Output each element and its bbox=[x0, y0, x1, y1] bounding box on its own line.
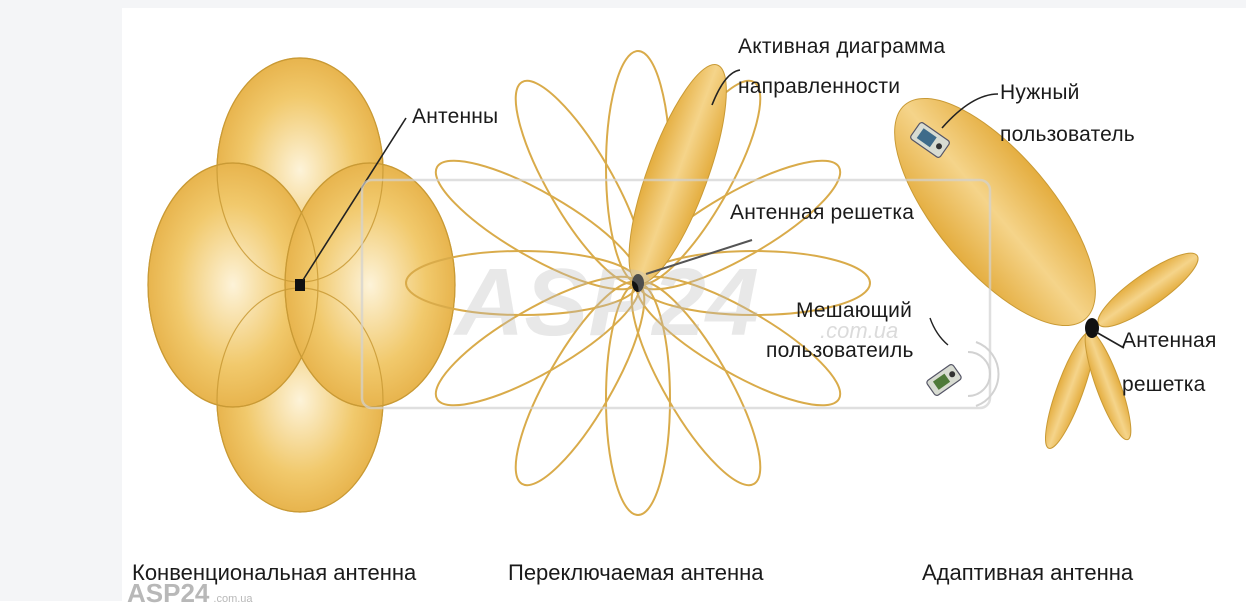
antenna-array-point-right bbox=[1085, 318, 1099, 338]
watermark-small: ASP24 .com.ua bbox=[127, 578, 253, 609]
watermark-small-domain: .com.ua bbox=[213, 593, 252, 605]
watermark-large: ASP24 bbox=[455, 248, 759, 358]
label-desired-user-1: Нужный bbox=[1000, 80, 1080, 106]
label-interfering-user-1: Мешающий bbox=[796, 298, 912, 324]
label-antenna-array-right-1: Антенная bbox=[1122, 328, 1217, 354]
caption-switched: Переключаемая антенна bbox=[508, 560, 764, 586]
label-antenna-array-right-2: решетка bbox=[1122, 372, 1206, 398]
label-antennas: Антенны bbox=[412, 104, 498, 130]
signal-waves bbox=[968, 342, 999, 406]
caption-adaptive: Адаптивная антенна bbox=[922, 560, 1133, 586]
label-antenna-array-middle: Антенная решетка bbox=[730, 200, 914, 226]
watermark-small-text: ASP24 bbox=[127, 578, 209, 608]
interfering-user-device bbox=[926, 363, 963, 396]
lobe-right bbox=[285, 163, 455, 407]
interfering-pointer bbox=[930, 318, 948, 345]
label-active-pattern-2: направленности bbox=[738, 74, 900, 100]
side-lobe-upper-right bbox=[1090, 242, 1207, 337]
label-interfering-user-2: пользоватеиль bbox=[766, 338, 914, 364]
conventional-pattern bbox=[148, 58, 455, 512]
label-desired-user-2: пользователь bbox=[1000, 122, 1135, 148]
label-active-pattern-1: Активная диаграмма bbox=[738, 34, 945, 60]
antenna-point bbox=[295, 279, 305, 291]
